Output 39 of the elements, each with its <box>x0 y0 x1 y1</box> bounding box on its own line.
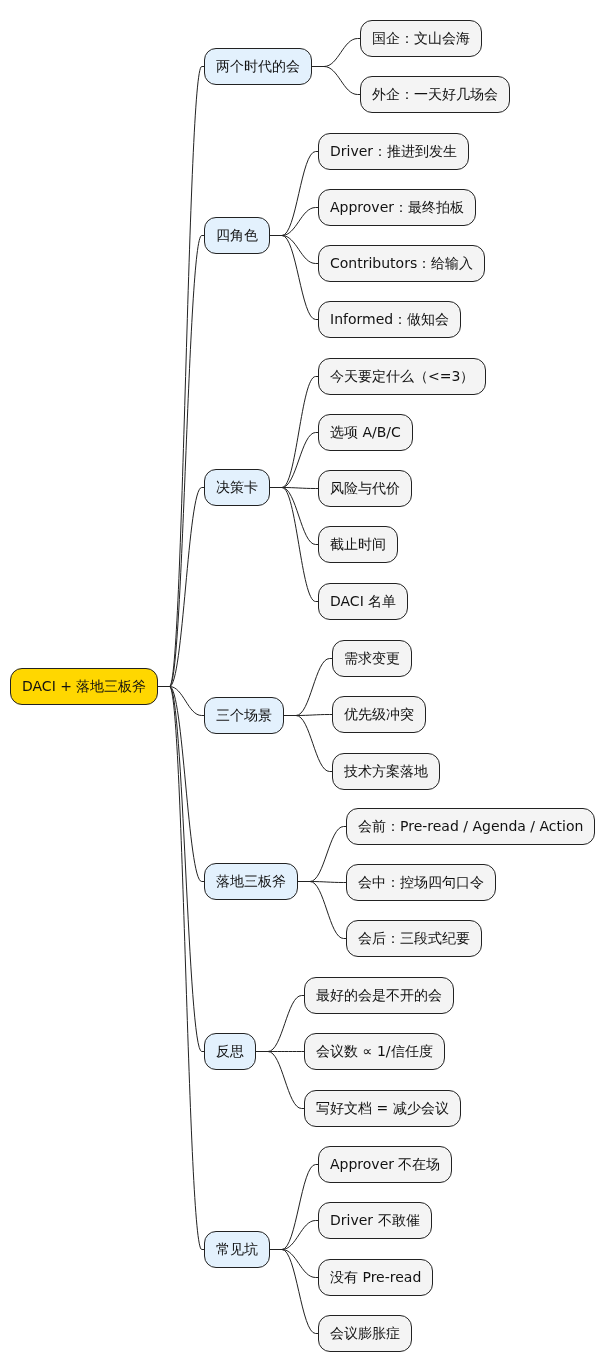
leaf-box: 今天要定什么（<=3） <box>318 357 487 395</box>
leaf-box: 风险与代价 <box>318 469 412 507</box>
leaf-box: 技术方案落地 <box>332 752 440 790</box>
root-box: DACI + 落地三板斧 <box>10 667 159 705</box>
leaf-box: Contributors：给输入 <box>318 244 486 282</box>
leaf-box: 会中：控场四句口令 <box>346 863 496 901</box>
connector-line <box>255 1051 305 1109</box>
leaf-box: 会前：Pre-read / Agenda / Action <box>346 807 596 845</box>
leaf-box: 外企：一天好几场会 <box>360 75 510 113</box>
leaf-box: 需求变更 <box>332 639 412 677</box>
leaf-box: 会后：三段式纪要 <box>346 919 482 957</box>
branch-box: 三个场景 <box>204 696 284 734</box>
branch-box: 两个时代的会 <box>204 47 312 85</box>
connector-line <box>283 715 333 772</box>
leaf-box: Approver 不在场 <box>318 1145 453 1183</box>
leaf-box: 截止时间 <box>318 525 398 563</box>
branch-box: 常见坑 <box>204 1230 270 1268</box>
leaf-box: 优先级冲突 <box>332 695 426 733</box>
leaf-box: 国企：文山会海 <box>360 19 482 57</box>
leaf-box: Driver 不敢催 <box>318 1201 432 1239</box>
leaf-box: DACI 名单 <box>318 582 409 620</box>
leaf-box: 会议膨胀症 <box>318 1314 412 1352</box>
branch-box: 决策卡 <box>204 468 270 506</box>
leaf-box: 会议数 ∝ 1/信任度 <box>304 1032 445 1070</box>
leaf-box: Approver：最终拍板 <box>318 188 477 226</box>
leaf-box: 没有 Pre-read <box>318 1258 434 1296</box>
leaf-box: 选项 A/B/C <box>318 413 413 451</box>
connector-line <box>269 1249 319 1334</box>
leaf-box: Driver：推进到发生 <box>318 132 470 170</box>
branch-box: 落地三板斧 <box>204 862 298 900</box>
leaf-box: 写好文档 = 减少会议 <box>304 1089 461 1127</box>
branch-box: 反思 <box>204 1032 256 1070</box>
connector-line <box>269 235 319 320</box>
connector-line <box>297 881 347 939</box>
leaf-box: Informed：做知会 <box>318 300 462 338</box>
branch-box: 四角色 <box>204 216 270 254</box>
connector-line <box>269 487 319 602</box>
connector-line <box>311 66 361 95</box>
leaf-box: 最好的会是不开的会 <box>304 976 454 1014</box>
